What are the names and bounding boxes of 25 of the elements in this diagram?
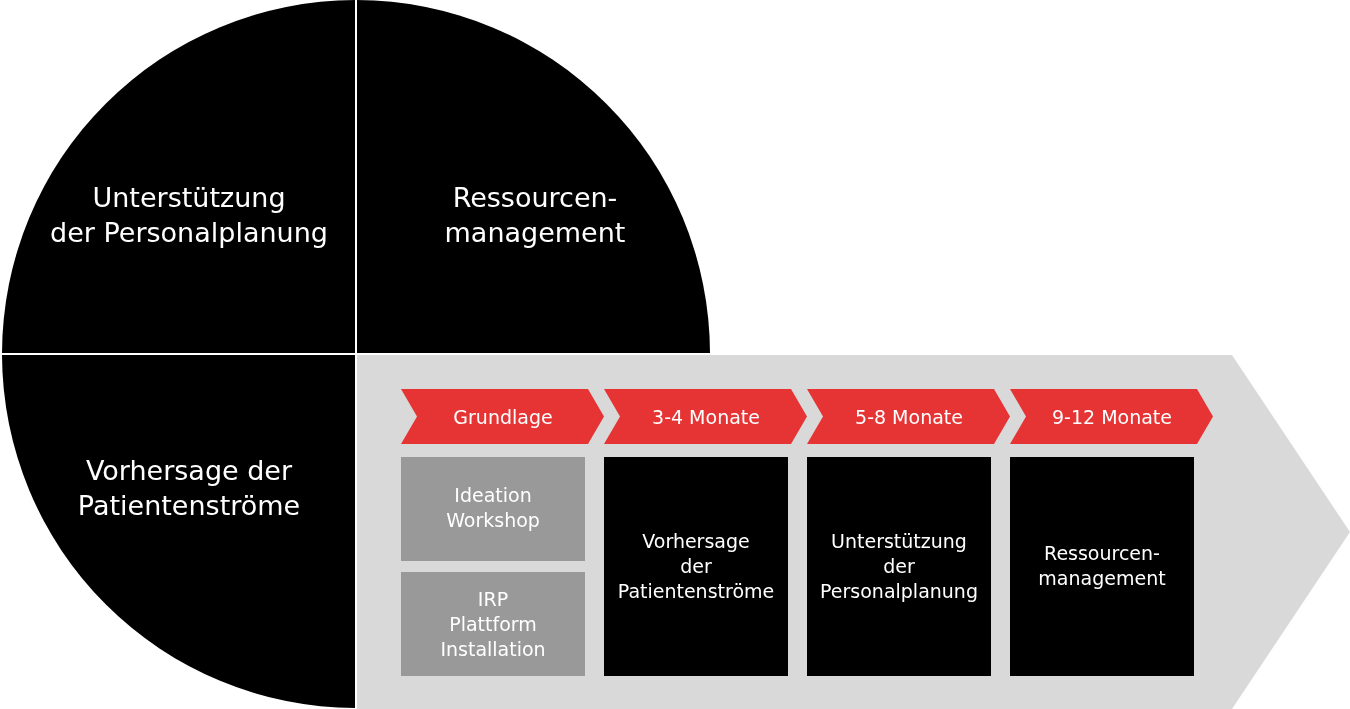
- activity-box: [401, 457, 585, 561]
- phase-box: [1010, 457, 1194, 676]
- segment-label: Unterstützung der Personalplanung: [50, 181, 328, 250]
- quarter-circle-segment: [2, 0, 355, 353]
- chevron-label: 3-4 Monate: [652, 404, 760, 429]
- phase-box: [807, 457, 991, 676]
- chevron-label: 5-8 Monate: [855, 404, 963, 429]
- box-label: Unterstützung der Personalplanung: [820, 528, 978, 604]
- activity-box: [401, 572, 585, 676]
- quarter-circle-segment: [357, 0, 710, 353]
- box-label: Ressourcen- management: [1038, 541, 1166, 591]
- segment-label: Ressourcen- management: [444, 181, 626, 250]
- quarter-circle-segment: [2, 355, 355, 708]
- chevron-banner: [1010, 389, 1213, 444]
- chevron-banner: [401, 389, 604, 444]
- box-label: Ideation Workshop: [446, 483, 540, 533]
- chevron-banner: [807, 389, 1010, 444]
- phase-box: [604, 457, 788, 676]
- chevron-label: 9-12 Monate: [1052, 404, 1172, 429]
- chevron-label: Grundlage: [453, 404, 553, 429]
- box-label: IRP Plattform Installation: [440, 586, 546, 662]
- segment-label: Vorhersage der Patientenströme: [77, 454, 301, 523]
- chevron-banner: [604, 389, 807, 444]
- timeline-arrow-band: [357, 355, 1350, 709]
- box-label: Vorhersage der Patientenströme: [617, 528, 775, 604]
